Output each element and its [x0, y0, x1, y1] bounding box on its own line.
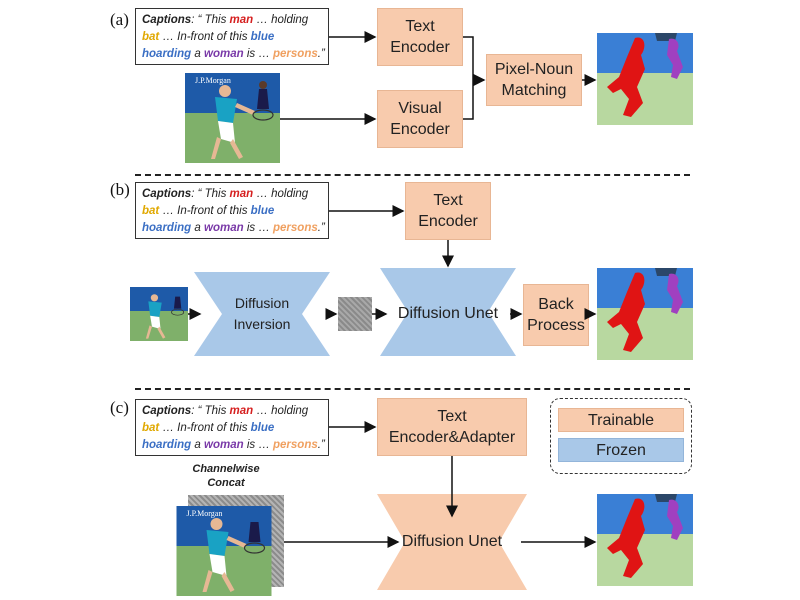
caption-text: … In-front of this — [159, 205, 251, 217]
segmentation-image — [597, 33, 693, 125]
divider-1 — [135, 174, 690, 176]
caption-noun-blue: blue — [250, 422, 275, 434]
caption-text: is … — [243, 48, 274, 60]
caption-noun-blue: blue — [250, 205, 275, 217]
legend — [550, 398, 692, 474]
panel-c-label: (c) — [110, 398, 129, 417]
caption-text: : “ This — [191, 14, 230, 26]
caption-text: : “ This — [191, 405, 230, 417]
caption-text: a — [191, 222, 204, 234]
legend-trainable: Trainable — [558, 408, 684, 432]
segmentation-image — [597, 494, 693, 586]
panel-a-label: (a) — [110, 10, 129, 29]
caption-box-c: Captions: “ This man … holding bat … In-… — [135, 399, 329, 456]
caption-noun-persons: persons — [273, 222, 318, 234]
photo-logo: J.P.Morgan — [187, 509, 223, 518]
legend-frozen: Frozen — [558, 438, 684, 462]
caption-noun-bat: bat — [142, 31, 160, 43]
tennis-photo-b — [130, 287, 188, 341]
text-encoder-box-a: Text Encoder — [377, 8, 463, 66]
diffusion-inversion-shape — [194, 272, 330, 356]
caption-noun-bat: bat — [142, 205, 160, 217]
caption-noun-man: man — [229, 405, 254, 417]
channelwise-concat-label: Channelwise Concat — [192, 463, 260, 489]
pixel-noun-matching-box: Pixel-Noun Matching — [486, 54, 582, 106]
caption-box-a: Captions: “ This man … holding bat … In-… — [135, 8, 329, 65]
caption-text: .” — [317, 222, 325, 234]
tennis-photo-a: J.P.Morgan — [185, 73, 280, 163]
photo-logo: J.P.Morgan — [195, 76, 231, 85]
diffusion-unet-shape-b — [380, 268, 516, 356]
caption-noun-persons: persons — [273, 439, 318, 451]
caption-noun-hoarding: hoarding — [142, 222, 192, 234]
caption-label: Captions — [142, 405, 192, 417]
segmentation-image — [597, 268, 693, 360]
caption-noun-man: man — [229, 188, 254, 200]
caption-noun-woman: woman — [204, 48, 244, 60]
segmentation-output-c — [597, 494, 693, 586]
caption-text: a — [191, 48, 204, 60]
diffusion-unet-label-b: Diffusion Unet — [397, 304, 499, 322]
tennis-photo-c: J.P.Morgan — [176, 506, 272, 596]
segmentation-output-a — [597, 33, 693, 125]
noise-latent — [338, 297, 372, 331]
caption-noun-woman: woman — [204, 439, 244, 451]
caption-text: is … — [243, 222, 274, 234]
visual-encoder-box: Visual Encoder — [377, 90, 463, 148]
segmentation-output-b — [597, 268, 693, 360]
caption-box-b: Captions: “ This man … holding bat … In-… — [135, 182, 329, 239]
caption-text: … holding — [253, 188, 309, 200]
caption-text: … In-front of this — [159, 31, 251, 43]
caption-text: … holding — [253, 14, 309, 26]
divider-2 — [135, 388, 690, 390]
caption-text: is … — [243, 439, 274, 451]
text-encoder-adapter-box: Text Encoder&Adapter — [377, 398, 527, 456]
caption-text: .” — [317, 439, 325, 451]
caption-text: .” — [317, 48, 325, 60]
panel-b-label: (b) — [110, 180, 130, 199]
caption-text: … holding — [253, 405, 309, 417]
diffusion-unet-label-c: Diffusion Unet — [401, 532, 503, 550]
caption-label: Captions — [142, 14, 192, 26]
arrow-encoders-merge — [463, 36, 474, 120]
caption-label: Captions — [142, 188, 192, 200]
caption-noun-bat: bat — [142, 422, 160, 434]
diffusion-inversion-label: Diffusion Inversion — [233, 295, 291, 332]
caption-noun-blue: blue — [250, 31, 275, 43]
tennis-photo-image: J.P.Morgan — [176, 506, 272, 596]
caption-noun-woman: woman — [204, 222, 244, 234]
caption-noun-man: man — [229, 14, 254, 26]
tennis-photo-image: J.P.Morgan — [185, 73, 280, 163]
caption-text: a — [191, 439, 204, 451]
diffusion-unet-shape-c — [377, 494, 527, 590]
caption-noun-hoarding: hoarding — [142, 439, 192, 451]
caption-text: … In-front of this — [159, 422, 251, 434]
caption-noun-hoarding: hoarding — [142, 48, 192, 60]
caption-noun-persons: persons — [273, 48, 318, 60]
text-encoder-box-b: Text Encoder — [405, 182, 491, 240]
tennis-photo-image — [130, 287, 188, 341]
caption-text: : “ This — [191, 188, 230, 200]
